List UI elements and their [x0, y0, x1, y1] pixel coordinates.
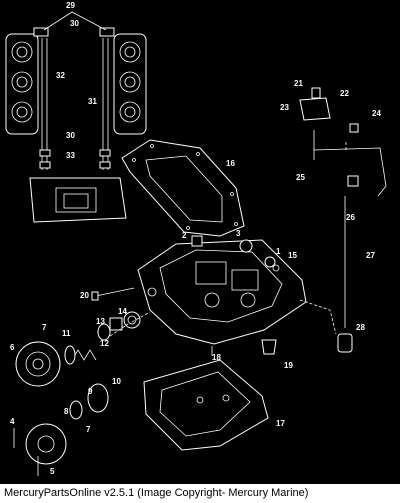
callout-16: 16 — [226, 159, 235, 168]
callout-6: 6 — [10, 343, 15, 352]
diaphragm-10 — [87, 383, 109, 413]
callout-19: 19 — [284, 361, 293, 370]
callout-22: 22 — [340, 89, 349, 98]
callout-20: 20 — [80, 291, 89, 300]
callout-11: 11 — [62, 329, 71, 338]
callout-33: 33 — [66, 151, 75, 160]
shift-rod-25 — [313, 130, 387, 197]
gasket-17 — [143, 359, 269, 451]
grommet-15 — [264, 256, 276, 268]
exhaust-block — [29, 177, 127, 223]
adapter-plate-1 — [137, 239, 307, 345]
callout-30b: 30 — [66, 131, 75, 140]
cylinder-head-cover-right — [113, 33, 147, 135]
callout-3: 3 — [236, 229, 241, 238]
callout-14: 14 — [118, 307, 127, 316]
water-hose-32 — [41, 38, 48, 170]
callout-2: 2 — [182, 231, 187, 240]
callout-21: 21 — [294, 79, 303, 88]
image-copyright-caption: MercuryPartsOnline v2.5.1 (Image Copyrig… — [0, 484, 400, 503]
callout-9: 9 — [88, 387, 93, 396]
plug-19 — [261, 339, 277, 355]
callout-18: 18 — [212, 353, 221, 362]
water-hose-31 — [102, 38, 109, 170]
spring-11 — [64, 345, 97, 365]
callout-29: 29 — [66, 1, 75, 10]
callout-12: 12 — [100, 339, 109, 348]
nut-24 — [349, 123, 359, 133]
hose-fitting-right — [99, 27, 115, 37]
callout-24: 24 — [372, 109, 381, 118]
seal-9 — [69, 400, 83, 420]
clip-26 — [347, 175, 359, 187]
callout-8: 8 — [64, 407, 69, 416]
callout-23: 23 — [280, 103, 289, 112]
callout-17: 17 — [276, 419, 285, 428]
seal-13 — [109, 317, 123, 331]
callout-10: 10 — [112, 377, 121, 386]
callout-7: 7 — [42, 323, 47, 332]
callout-25: 25 — [296, 173, 305, 182]
callout-15: 15 — [288, 251, 297, 260]
callout-4: 4 — [10, 417, 15, 426]
cover-6 — [15, 341, 61, 387]
callout-26: 26 — [346, 213, 355, 222]
callout-5: 5 — [50, 467, 55, 476]
bracket-23 — [299, 87, 331, 121]
adapter-plate-gasket-16 — [121, 139, 245, 237]
bolt-20 — [91, 287, 135, 301]
callout-13: 13 — [96, 317, 105, 326]
bushing-28 — [337, 333, 353, 353]
exploded-parts-diagram: 29 30 32 31 30 33 16 21 22 23 24 25 26 2… — [5, 1, 387, 476]
callout-labels: 29 30 32 31 30 33 16 21 22 23 24 25 26 2… — [10, 1, 381, 476]
hose-fitting-left — [33, 27, 49, 37]
callout-7b: 7 — [86, 425, 91, 434]
valve-12 — [97, 323, 111, 341]
callout-30: 30 — [70, 19, 79, 28]
cylinder-head-cover-left — [5, 33, 39, 135]
cover-8 — [25, 423, 67, 465]
callout-32: 32 — [56, 71, 65, 80]
grommet-3 — [239, 239, 253, 253]
callout-28: 28 — [356, 323, 365, 332]
callout-31: 31 — [88, 97, 97, 106]
plug-2 — [191, 235, 203, 247]
callout-1: 1 — [276, 247, 281, 256]
callout-27: 27 — [366, 251, 375, 260]
